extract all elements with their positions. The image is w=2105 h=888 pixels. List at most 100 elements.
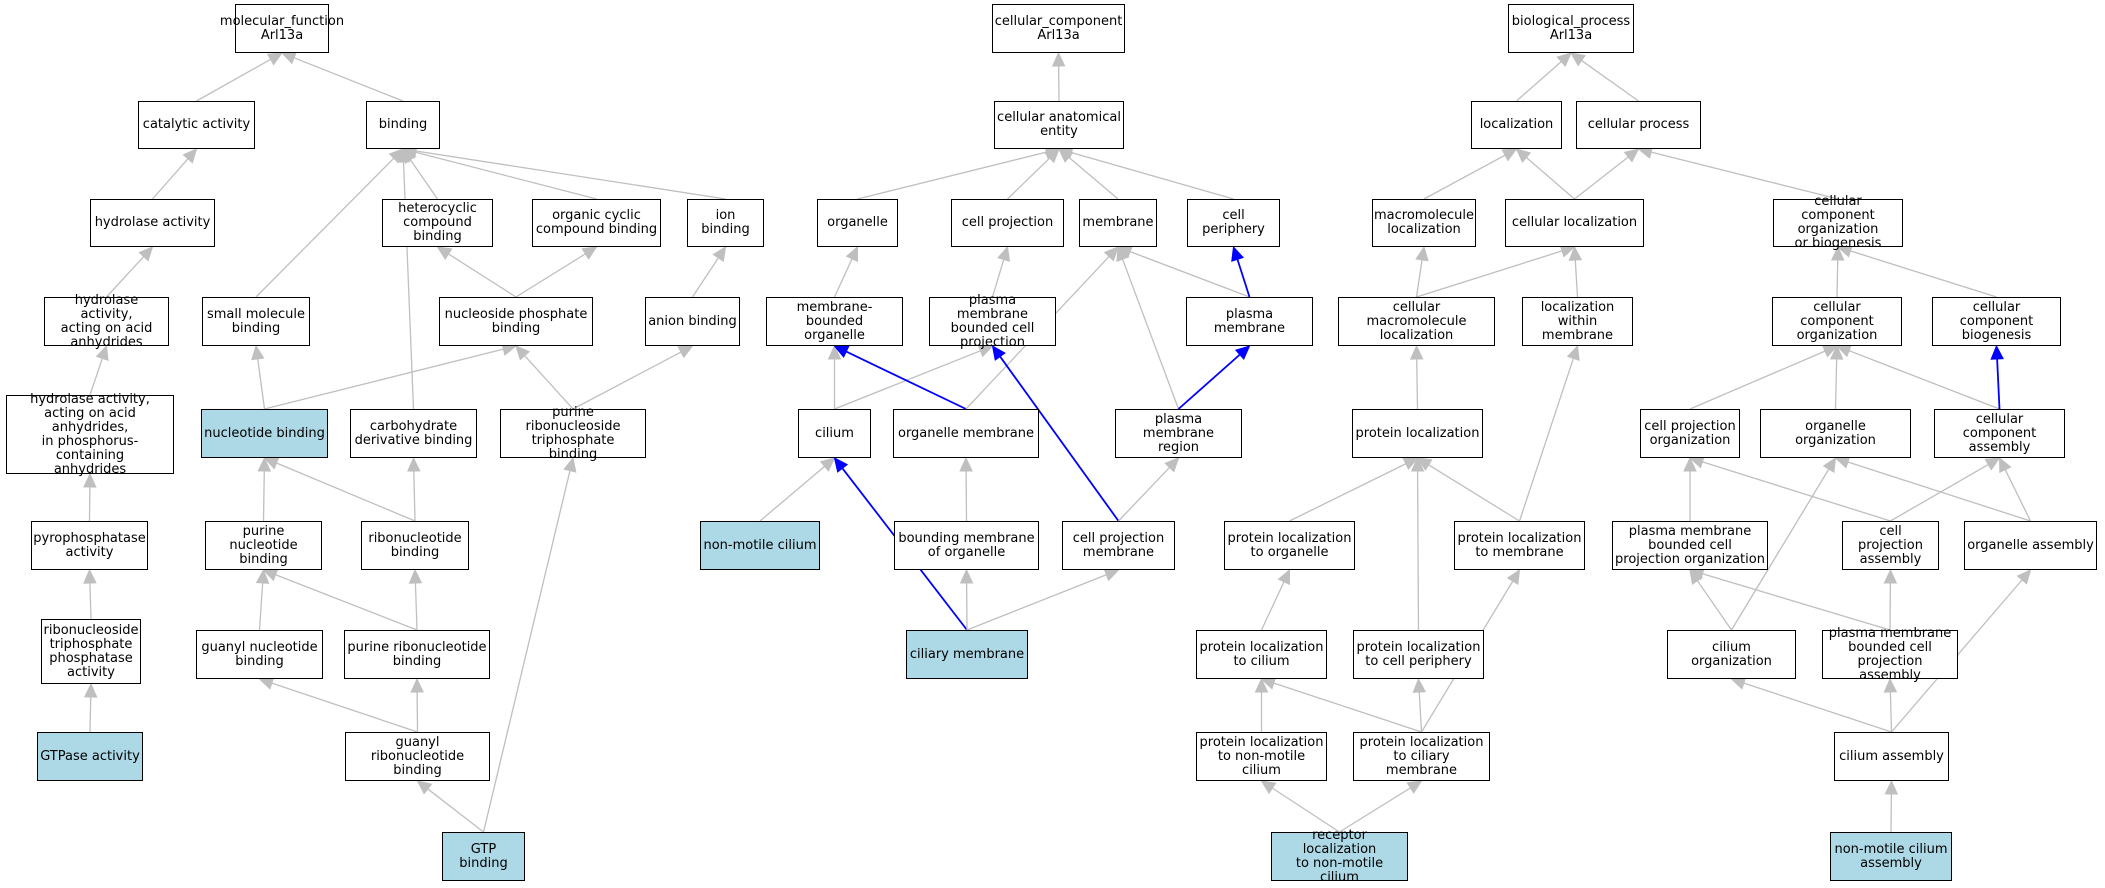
go-term-node-nuc-phos: nucleoside phosphate binding [439, 297, 593, 346]
edge-arrowhead [1822, 456, 1837, 474]
edge-line [1418, 691, 1423, 733]
go-term-node-prot-loc: protein localization [1352, 409, 1483, 458]
edge-arrowhead [1883, 677, 1898, 693]
edge-arrowhead [1103, 246, 1119, 262]
edge-arrowhead [1231, 245, 1245, 262]
edge-pm_region-to-membrane [1116, 245, 1180, 410]
edge-arrowhead [833, 457, 849, 473]
edge-arrowhead [1570, 52, 1586, 67]
edge-line [857, 151, 1047, 200]
edge-cco_bio-to-cell_process [1637, 145, 1839, 200]
edge-arrowhead [677, 345, 694, 359]
edge-arrowhead [436, 246, 453, 260]
edge-arrowhead [266, 52, 284, 66]
go-term-node-nucleotide: nucleotide binding [201, 409, 328, 458]
edge-line [1696, 580, 1733, 631]
go-term-node-pm-region: plasma membrane region [1115, 409, 1242, 458]
edge-arrowhead [1410, 456, 1425, 472]
edge-pm_bcp_org-to-cp_org [1683, 456, 1697, 521]
edge-arrowhead [1990, 344, 2004, 360]
edge-pm_region-to-pm [1177, 345, 1251, 410]
edge-arrowhead [255, 568, 270, 584]
edge-line [999, 356, 1120, 522]
go-term-node-bp-root: biological_process Arl13a [1508, 4, 1634, 53]
go-term-node-ion-binding: ion binding [687, 199, 764, 247]
go-term-node-macro-loc: macromolecule localization [1372, 199, 1476, 247]
edge-line [271, 682, 418, 733]
edge-arrowhead [83, 682, 98, 698]
edge-cell_process-to-bp_root [1570, 52, 1639, 102]
go-term-node-nm-cilium-assembly: non-motile cilium assembly [1830, 832, 1952, 881]
edge-gtp-to-pur_rnts [482, 456, 577, 833]
edge-arrowhead [1623, 148, 1640, 163]
edge-line [1339, 787, 1411, 833]
edge-line [1516, 61, 1562, 102]
edge-arrowhead [2016, 569, 2032, 585]
go-term-node-cell-macro-loc: cellular macromolecule localization [1338, 297, 1495, 346]
edge-mem_bound-to-organelle [833, 245, 859, 298]
edge-line [1848, 350, 2000, 410]
edge-receptor_loc-to-prot_loc_cm [1339, 780, 1423, 833]
edge-arrowhead [1834, 455, 1851, 469]
edge-cc_assembly-to-cc_org [1835, 344, 2000, 410]
edge-guanyl_nuc-to-pur_nuc [255, 568, 270, 631]
edge-arrowhead [95, 344, 109, 361]
edge-line [1007, 157, 1051, 200]
edge-line [106, 256, 145, 298]
edge-line [1416, 470, 1420, 631]
edge-arrowhead [1884, 779, 1899, 795]
edge-line [262, 470, 265, 522]
go-term-node-cc-org: cellular component organization [1772, 297, 1902, 346]
edge-line [991, 259, 1005, 298]
edge-arrowhead [407, 456, 421, 472]
edge-line [1236, 259, 1251, 298]
edge-arrowhead [1409, 344, 1424, 360]
edge-arrowhead [396, 147, 411, 163]
edge-guanyl_ribo-to-pur_ribonuc [410, 677, 424, 733]
edge-guanyl_ribo-to-guanyl_nuc [258, 676, 418, 733]
edge-hyd_p-to-hyd_acid [89, 344, 109, 396]
go-term-node-mem-bound: membrane-bounded organelle [766, 297, 903, 346]
edge-arrowhead [1556, 52, 1572, 68]
edge-line [1836, 259, 1839, 298]
edge-macro_loc-to-localization [1423, 148, 1518, 200]
go-term-node-gtpase: GTPase activity [37, 732, 143, 781]
edge-ciliary_mem-to-cp_mem [966, 568, 1120, 631]
go-term-node-prot-loc-org: protein localization to organelle [1224, 521, 1355, 570]
edge-cp_org-to-cc_org [1689, 345, 1839, 410]
edge-arrowhead [1515, 148, 1532, 163]
edge-line [1574, 156, 1629, 200]
go-term-node-pyro: pyrophosphatase activity [31, 521, 148, 570]
go-term-node-pm-bcp-assembly: plasma membrane bounded cell projection … [1822, 626, 1958, 682]
edge-prot_loc_mem-to-prot_loc [1416, 457, 1520, 522]
edge-arrowhead [1116, 245, 1130, 263]
edge-gtp-to-guanyl_ribo [416, 780, 484, 833]
edge-arrowhead [257, 456, 272, 472]
edge-line [1416, 358, 1419, 410]
edge-arrowhead [280, 51, 298, 65]
edge-arrowhead [1568, 245, 1583, 261]
edge-arrowhead [416, 780, 433, 795]
edge-line [414, 582, 418, 631]
edge-arrowhead [563, 456, 577, 473]
edge-line [257, 358, 266, 410]
edge-arrowhead [1883, 568, 1898, 584]
go-term-node-cell-loc: cellular localization [1505, 199, 1644, 247]
edge-line [1850, 250, 1997, 298]
edge-cell_loc-to-localization [1515, 148, 1575, 200]
go-term-node-receptor-loc: receptor localization to non-motile cili… [1271, 828, 1408, 884]
edge-cilium_org-to-pm_bcp_org [1689, 569, 1733, 631]
edge-nucleotide-to-small_mol [251, 344, 266, 410]
edge-line [1415, 259, 1423, 298]
edge-rntp_phos-to-pyro [83, 568, 97, 620]
edge-arrowhead [712, 246, 727, 263]
edge-cilium-to-pm_bcp [834, 344, 994, 410]
edge-prot_loc_org-to-prot_loc [1289, 457, 1419, 522]
go-term-node-cilium-assembly: cilium assembly [1834, 732, 1949, 781]
edge-line [427, 788, 484, 833]
edge-arrowhead [1683, 456, 1697, 472]
edge-line [833, 258, 853, 298]
edge-line [1834, 358, 1838, 410]
edge-arrowhead [1103, 568, 1120, 582]
edge-arrowhead [1416, 457, 1433, 471]
